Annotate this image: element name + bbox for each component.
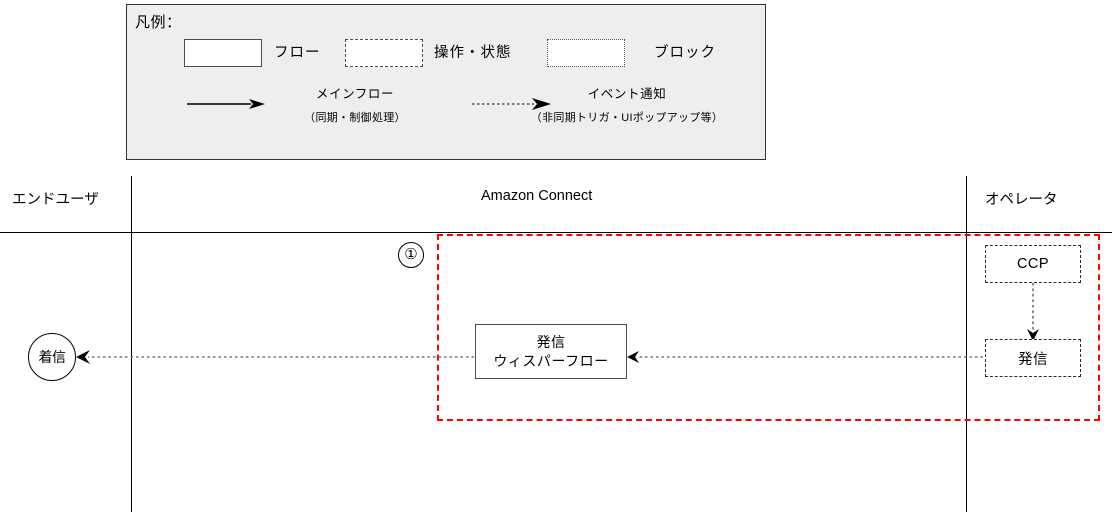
edge-whisper-flow-to-incoming-call	[76, 350, 474, 364]
legend-title: 凡例：	[135, 14, 182, 31]
legend-label-operation-state: 操作・状態	[434, 45, 512, 61]
edge-outbound-call-to-whisper-flow	[627, 351, 983, 363]
step-marker-1: ①	[398, 242, 424, 268]
legend-arrow-row: メインフロー （同期・制御処理） イベント通知 （非同期トリガ・UIポップアップ…	[127, 83, 767, 147]
lane-title-amazon-connect: Amazon Connect	[481, 188, 593, 204]
legend-shape-row: フロー 操作・状態 ブロック	[127, 37, 767, 73]
solid-rectangle-icon	[184, 39, 262, 67]
legend-label-flow: フロー	[274, 45, 321, 61]
legend-main-flow-sublabel: （同期・制御処理）	[304, 112, 406, 124]
solid-arrow-icon	[187, 97, 267, 116]
node-outbound-call[interactable]: 発信	[985, 339, 1081, 377]
dotted-rectangle-icon	[547, 39, 625, 67]
dashed-rectangle-icon	[345, 39, 423, 67]
node-incoming-call[interactable]: 着信	[28, 333, 76, 381]
node-whisper-flow[interactable]: 発信 ウィスパーフロー	[475, 324, 627, 379]
lane-title-end-user: エンドユーザ	[12, 192, 99, 208]
node-outbound-call-label: 発信	[1018, 351, 1048, 368]
legend-event-notification-sublabel: （非同期トリガ・UIポップアップ等）	[530, 112, 724, 124]
lane-title-operator: オペレータ	[985, 192, 1058, 208]
node-whisper-flow-label-line2: ウィスパーフロー	[493, 352, 609, 369]
legend-event-notification-caption: イベント通知 （非同期トリガ・UIポップアップ等）	[482, 83, 772, 125]
legend-main-flow-label: メインフロー	[315, 87, 395, 101]
dotted-arrow-icon	[472, 97, 552, 116]
node-whisper-flow-label-line1: 発信	[536, 333, 566, 350]
edge-ccp-to-outbound-call	[1027, 283, 1039, 341]
step-1-highlight-region	[437, 234, 1100, 421]
lane-header-rule	[0, 232, 1112, 233]
lane-divider-operator	[966, 176, 967, 512]
legend-main-flow-caption: メインフロー （同期・制御処理）	[255, 83, 455, 125]
node-incoming-call-label: 着信	[38, 349, 67, 365]
node-ccp-label: CCP	[1016, 256, 1050, 272]
legend-label-block: ブロック	[654, 45, 716, 61]
swimlane-container: エンドユーザ Amazon Connect オペレータ	[0, 176, 1112, 512]
legend-event-notification-label: イベント通知	[587, 87, 667, 101]
lane-divider-end-user	[131, 176, 132, 512]
node-ccp[interactable]: CCP	[985, 245, 1081, 283]
legend-panel: 凡例： フロー 操作・状態 ブロック メインフロー （同期・制御処理） イベント…	[126, 4, 766, 160]
